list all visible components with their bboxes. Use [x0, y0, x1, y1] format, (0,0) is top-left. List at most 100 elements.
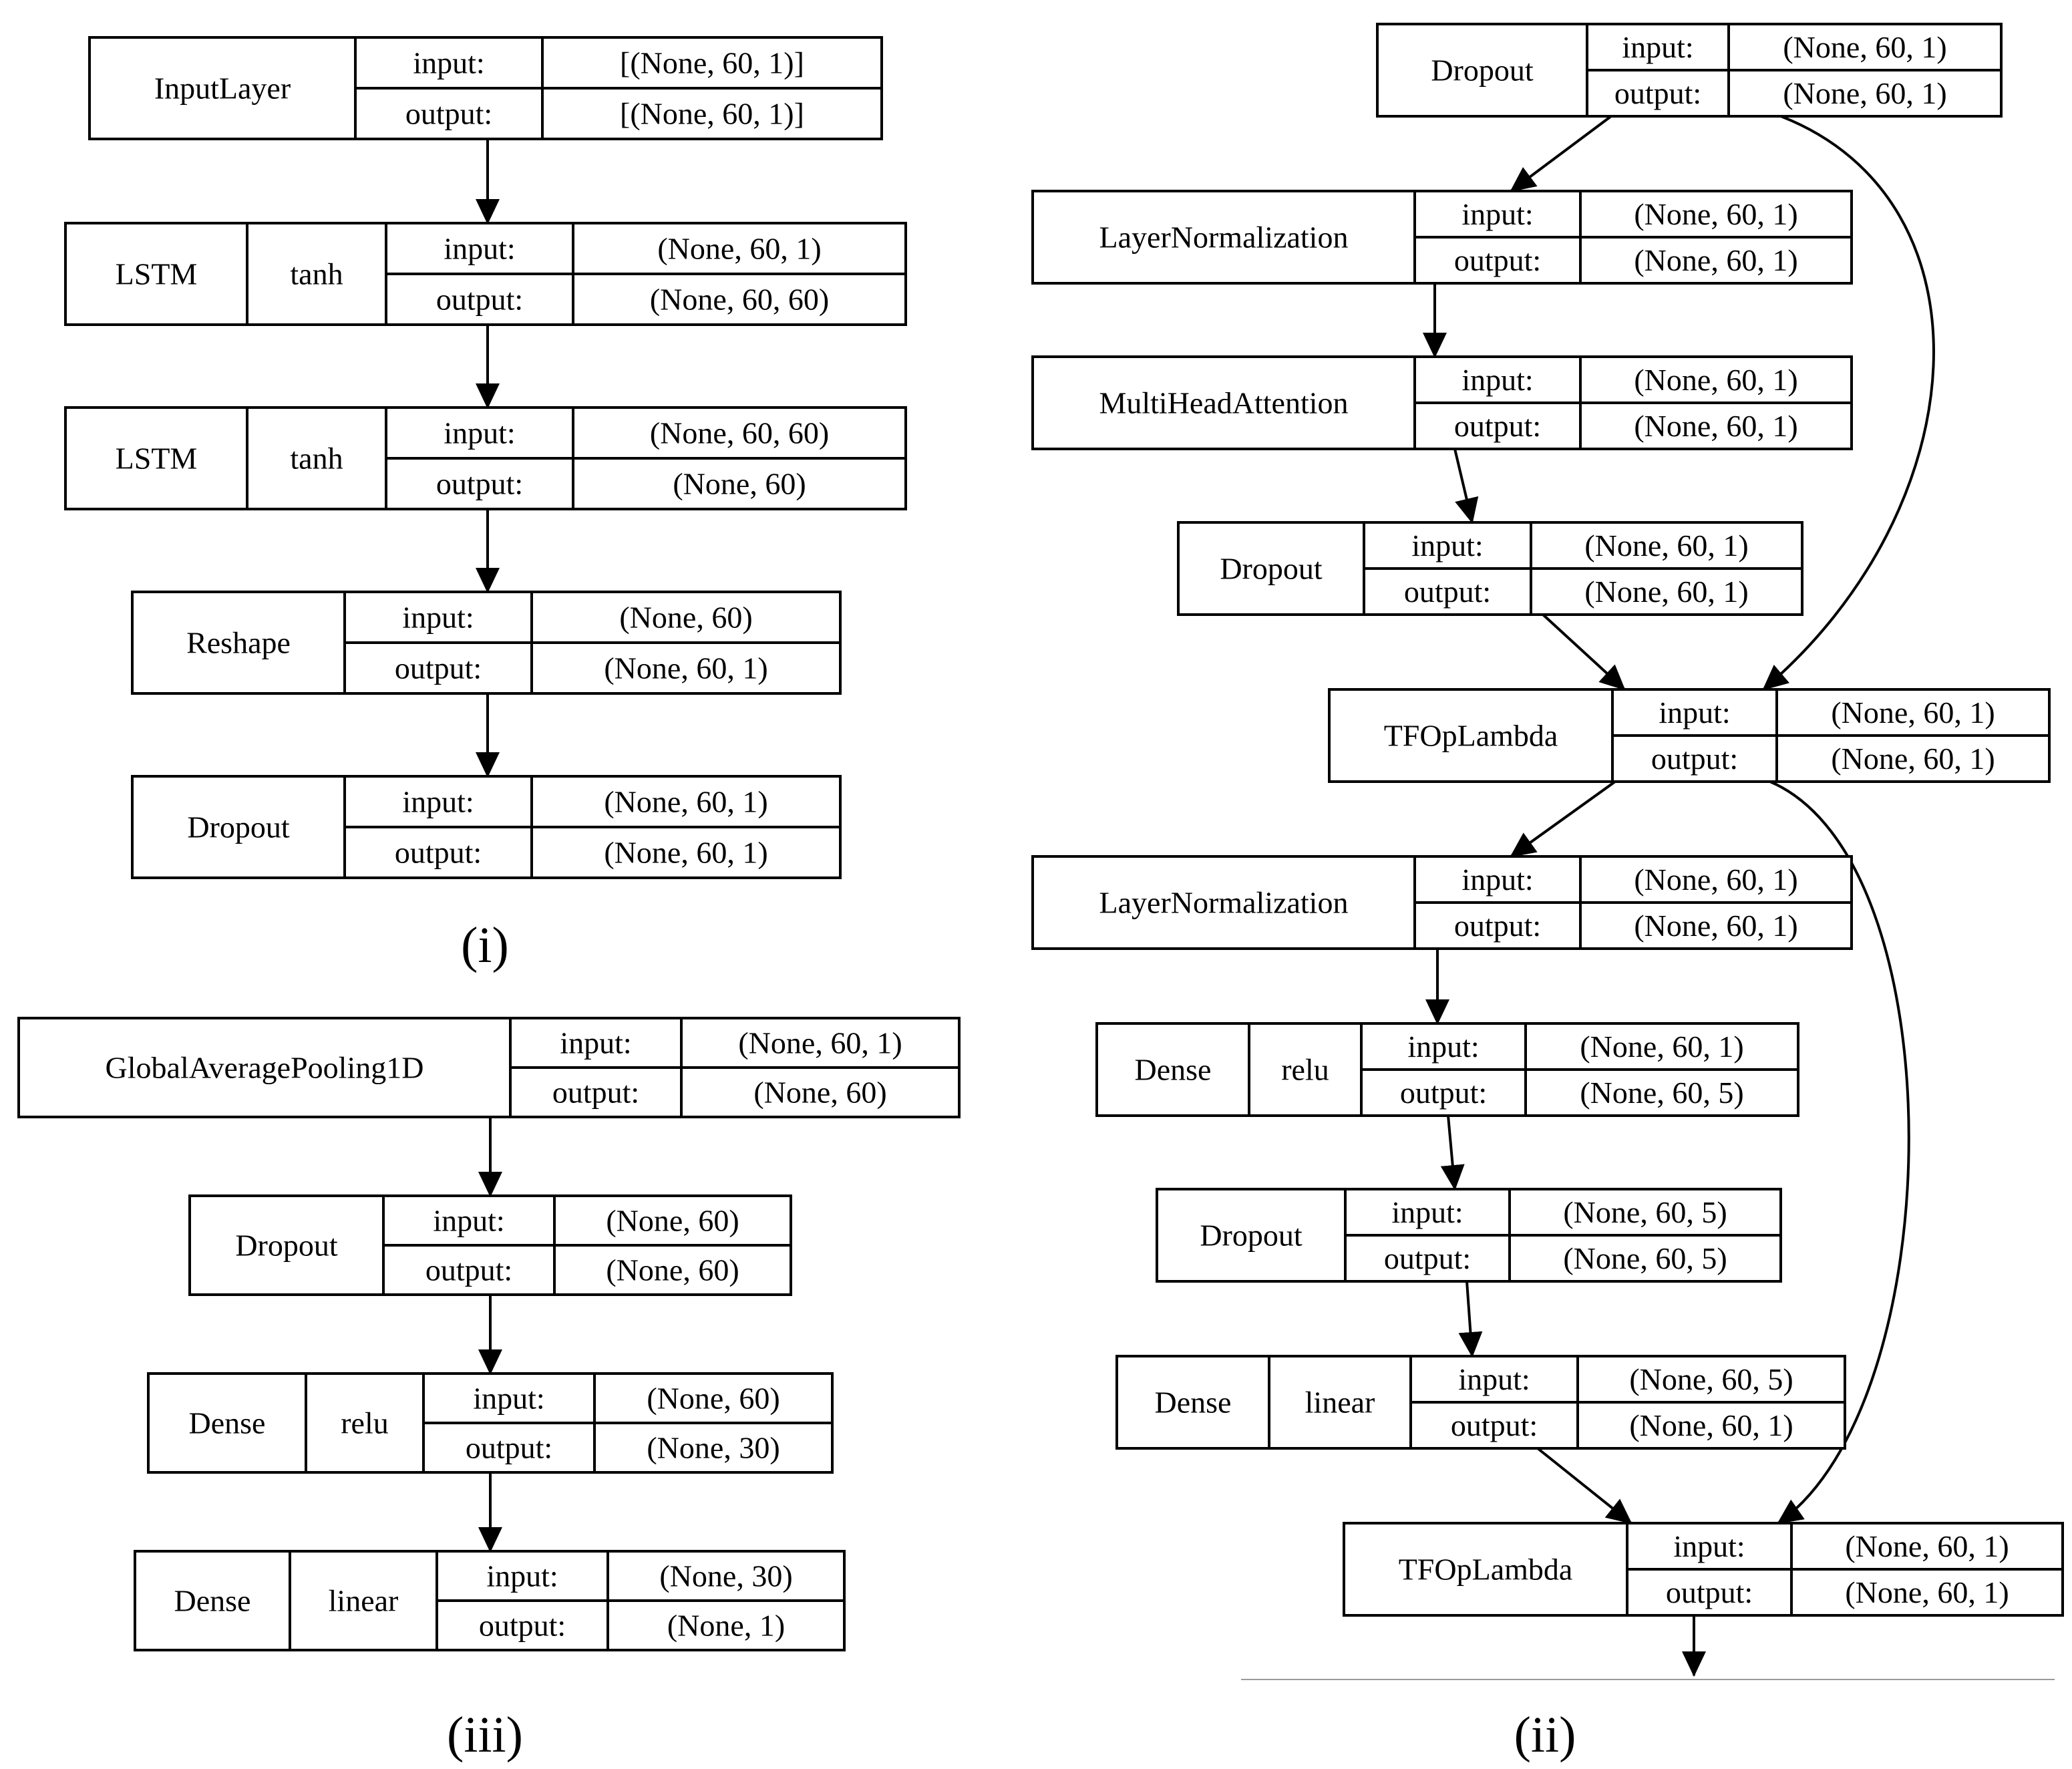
output-shape-value: (None, 60, 1) [1831, 742, 1995, 776]
output-label: output: [436, 283, 523, 317]
output-shape-value: (None, 60, 1) [1584, 575, 1748, 609]
layer-name-cell: MultiHeadAttention [1099, 386, 1348, 420]
output-label: output: [405, 97, 492, 131]
output-label: output: [1614, 76, 1701, 110]
output-shape-value: (None, 60, 1) [1783, 76, 1946, 110]
layer-name-cell: LayerNormalization [1099, 886, 1349, 920]
output-shape-value: (None, 60, 1) [604, 651, 767, 685]
edge-ii-3 [1542, 613, 1626, 691]
layer-name-cell: Dropout [187, 810, 290, 844]
output-shape-value: (None, 30) [647, 1431, 780, 1465]
input-label: input: [1461, 862, 1533, 897]
output-shape-value: (None, 60, 1) [1634, 909, 1797, 943]
node-i-inputlayer: InputLayer input: output: [(None, 60, 1)] [(… [88, 36, 883, 140]
input-label: input: [1458, 1362, 1530, 1396]
input-shape-value: (None, 60, 1) [1634, 363, 1797, 397]
output-shape-value: (None, 60, 60) [650, 283, 829, 317]
output-label: output: [1454, 909, 1541, 943]
output-label: output: [425, 1253, 512, 1287]
input-shape-value: (None, 60, 1) [1634, 862, 1797, 897]
layer-name-cell: LayerNormalization [1099, 220, 1349, 255]
input-shape-value: (None, 60, 1) [1584, 528, 1748, 562]
input-label: input: [1461, 363, 1533, 397]
output-shape-value: (None, 60, 1) [604, 836, 767, 870]
input-label: input: [1461, 197, 1533, 231]
output-label: output: [1454, 409, 1541, 443]
panel-label-ii: (ii) [1514, 1707, 1576, 1763]
node-iii-globalaveragepooling1d: GlobalAveragePooling1Dinput:output:(None… [17, 1017, 961, 1118]
output-label: output: [1454, 243, 1541, 277]
layer-name-cell: InputLayer [154, 71, 291, 106]
panel-label-i: (i) [461, 917, 509, 973]
input-label: input: [473, 1382, 544, 1416]
layer-name-cell: LSTM [116, 257, 198, 291]
input-label: input: [433, 1204, 504, 1238]
layer-name-cell: Dense [1155, 1386, 1232, 1420]
output-label: output: [1666, 1575, 1753, 1609]
input-shape-value: (None, 60, 1) [1831, 695, 1995, 730]
input-label: input: [402, 601, 474, 635]
input-label: input: [1391, 1195, 1463, 1229]
layer-name-cell: Dropout [1431, 53, 1534, 88]
panel-labels: (i) (iii) (ii) [447, 917, 1576, 1763]
output-shape-value: [(None, 60, 1)] [620, 97, 804, 131]
edge-ii-7 [1458, 1281, 1483, 1357]
layer-name-cell: tanh [290, 442, 343, 476]
layer-name-cell: Dropout [235, 1229, 338, 1263]
output-label: output: [1651, 742, 1738, 776]
layer-name-cell: TFOpLambda [1384, 719, 1558, 753]
input-label: input: [402, 785, 474, 819]
layer-name-cell: Dropout [1220, 552, 1323, 586]
input-shape-value: (None, 60, 5) [1629, 1362, 1793, 1396]
input-label: input: [413, 46, 484, 80]
edge-ii-6 [1440, 1115, 1465, 1190]
output-shape-value: (None, 60, 1) [1629, 1408, 1793, 1442]
output-shape-value: (None, 60) [673, 467, 806, 501]
layer-name-cell: LSTM [116, 442, 198, 476]
input-shape-value: (None, 60, 60) [650, 416, 829, 450]
input-shape-value: (None, 60) [606, 1204, 739, 1238]
edge-ii-0 [1510, 115, 1612, 192]
output-label: output: [395, 651, 482, 685]
input-label: input: [1673, 1529, 1745, 1563]
output-label: output: [436, 467, 523, 501]
layer-name-cell: GlobalAveragePooling1D [106, 1051, 424, 1085]
layer-name-cell: relu [1281, 1053, 1329, 1087]
output-shape-value: (None, 1) [667, 1609, 785, 1643]
panel-label-iii: (iii) [447, 1707, 523, 1763]
layer-name-cell: linear [329, 1584, 399, 1618]
output-shape-value: (None, 60, 5) [1580, 1076, 1743, 1110]
node-i-lstm-2: LSTM tanh input: output: (None, 60, 60) (None… [64, 406, 907, 510]
input-label: input: [560, 1026, 631, 1060]
edge-ii-8 [1536, 1447, 1632, 1524]
input-shape-value: (None, 30) [659, 1559, 792, 1593]
layer-name-cell: Dense [189, 1406, 266, 1440]
input-label: input: [444, 416, 515, 450]
input-shape-value: [(None, 60, 1)] [620, 46, 804, 80]
layer-name-cell: Dropout [1200, 1219, 1303, 1253]
output-label: output: [466, 1431, 552, 1465]
edge-ii-2 [1453, 448, 1479, 524]
input-label: input: [444, 232, 515, 266]
output-shape-value: (None, 60, 5) [1563, 1241, 1727, 1275]
layer-name-cell: linear [1305, 1386, 1375, 1420]
output-shape-value: (None, 60, 1) [1634, 243, 1797, 277]
output-shape-value: (None, 60, 1) [1845, 1575, 2009, 1609]
layer-name-cell: Dense [174, 1584, 251, 1618]
input-label: input: [1411, 528, 1483, 562]
input-shape-value: (None, 60, 1) [1580, 1029, 1743, 1064]
layer-name-cell: relu [341, 1406, 389, 1440]
edge-ii-skip-1 [1762, 115, 1935, 691]
layer-name-cell: Reshape [186, 626, 291, 660]
